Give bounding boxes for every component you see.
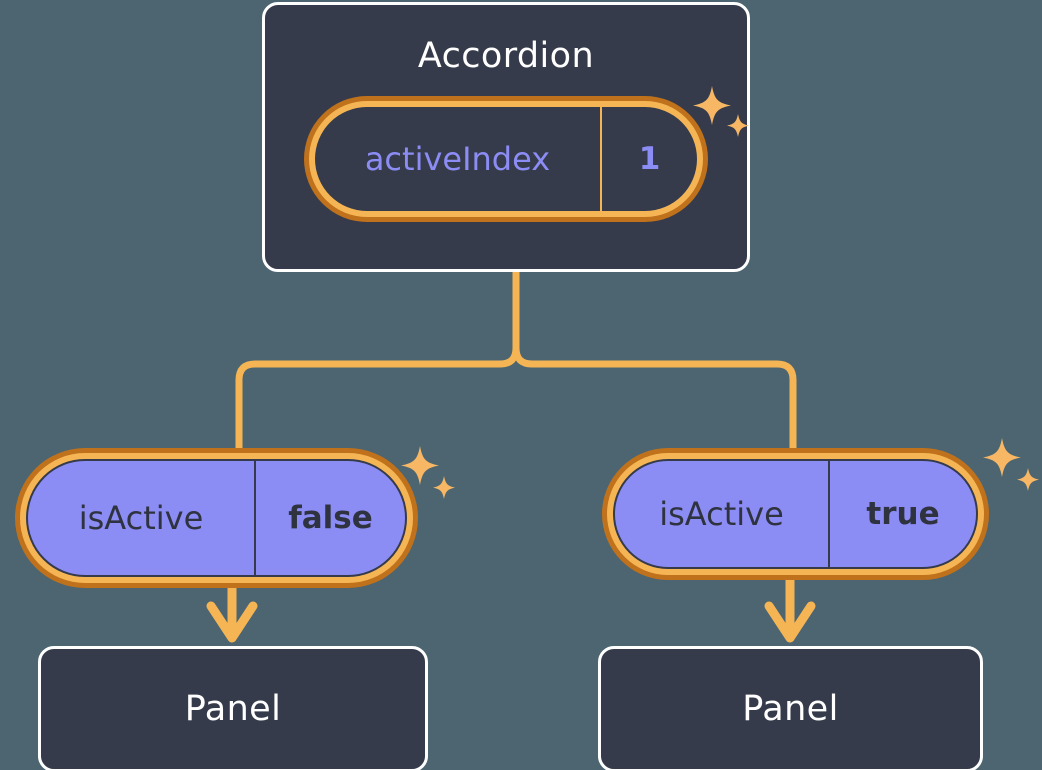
component-node-panel-right[interactable]: Panel [598,646,983,770]
pill-surface: activeIndex 1 [315,107,697,211]
pill-outer-ring: isActive true [602,448,989,580]
arrowhead-right [764,601,816,643]
prop-key-label: isActive [615,461,830,567]
pill-outer-ring: activeIndex 1 [304,96,708,222]
pill-inner-ring: isActive false [20,453,413,583]
prop-value-label: false [288,500,373,536]
sparkle-small-icon [433,476,455,499]
state-pill-activeindex[interactable]: activeIndex 1 [304,96,708,222]
prop-key-label: isActive [28,461,256,575]
state-pill-isactive-false[interactable]: isActive false [15,448,418,588]
sparkle-small-icon [1017,468,1039,491]
state-value-label: 1 [638,141,661,177]
pill-surface: isActive true [613,459,978,569]
wire-root-to-left [235,268,520,462]
pill-inner-ring: activeIndex 1 [309,101,703,217]
pill-outer-ring: isActive false [15,448,418,588]
panel-title: Panel [742,689,839,729]
state-key-label: activeIndex [315,107,602,211]
component-node-panel-left[interactable]: Panel [38,646,428,770]
accordion-title: Accordion [417,36,595,76]
wire-root-to-right [512,268,797,462]
state-pill-isactive-true[interactable]: isActive true [602,448,989,580]
pill-inner-ring: isActive true [607,453,984,575]
sparkle-large-icon [983,438,1021,477]
panel-title: Panel [184,689,282,729]
prop-value-label: true [866,496,940,532]
arrowhead-left [206,601,258,643]
sparkles-icon [983,438,1039,491]
pill-surface: isActive false [26,459,407,577]
